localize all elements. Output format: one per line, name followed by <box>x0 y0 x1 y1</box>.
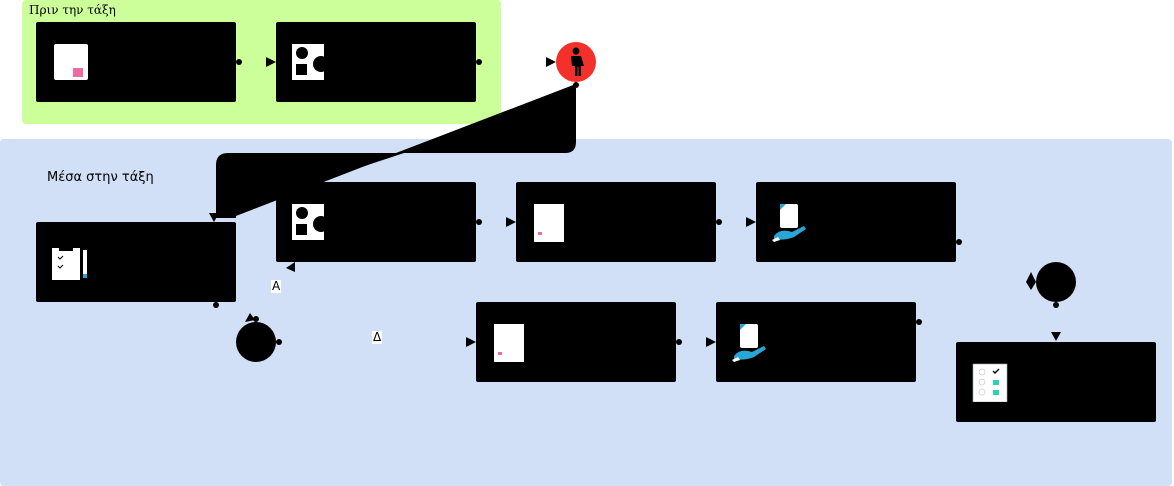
flow-source-dot <box>213 302 219 308</box>
branch-label-a: A <box>271 279 282 293</box>
document-icon <box>492 322 530 362</box>
hand-document-icon <box>732 322 770 362</box>
split-gateway[interactable] <box>236 322 276 362</box>
flow-source-dot <box>253 316 259 322</box>
task-5[interactable] <box>516 182 716 262</box>
task-4[interactable] <box>276 182 476 262</box>
flow-arrow <box>1026 272 1036 290</box>
task-1[interactable] <box>36 22 236 102</box>
flow-source-dot <box>956 239 962 245</box>
lane-title-before: Πριν την τάξη <box>29 3 116 17</box>
flow-arrow <box>245 313 255 322</box>
flow-arrow <box>266 57 276 67</box>
hand-document-icon <box>772 202 810 242</box>
flow-arrow <box>1051 332 1061 341</box>
flow-arrow <box>209 213 219 222</box>
flow-arrow <box>506 217 516 227</box>
flow-start-to-task-3[interactable] <box>216 84 576 218</box>
task-8[interactable] <box>716 302 916 382</box>
flow-arrow <box>746 217 756 227</box>
flow-source-dot <box>573 82 579 88</box>
flow-arrow <box>546 57 556 67</box>
task-2[interactable] <box>276 22 476 102</box>
flow-source-dot <box>716 219 722 225</box>
lane-title-inside: Μέσα στην τάξη <box>47 170 154 185</box>
flow-source-dot <box>916 319 922 325</box>
flow-source-dot <box>676 339 682 345</box>
merge-gateway[interactable] <box>1036 262 1076 302</box>
shapes-icon <box>292 202 330 242</box>
task-3[interactable] <box>36 222 236 302</box>
blank-sheet-icon <box>52 42 90 82</box>
task-6[interactable] <box>756 182 956 262</box>
task-7[interactable] <box>476 302 676 382</box>
flow-arrow <box>466 337 476 347</box>
task-9[interactable] <box>956 342 1156 422</box>
shapes-icon <box>292 42 330 82</box>
clipboard-pencil-icon <box>52 242 90 282</box>
flow-arrow <box>286 262 295 272</box>
flow-start-to-task-3-wedge[interactable] <box>216 84 576 218</box>
flow-source-dot <box>236 59 242 65</box>
checklist-icon <box>972 362 1010 402</box>
person-icon <box>566 47 586 77</box>
flow-source-dot <box>476 219 482 225</box>
flow-source-dot <box>476 59 482 65</box>
branch-label-delta: Δ <box>372 330 383 344</box>
document-icon <box>532 202 570 242</box>
flow-arrow <box>706 337 716 347</box>
flow-source-dot <box>276 339 282 345</box>
start-event[interactable] <box>556 42 596 82</box>
flow-source-dot <box>1053 302 1059 308</box>
